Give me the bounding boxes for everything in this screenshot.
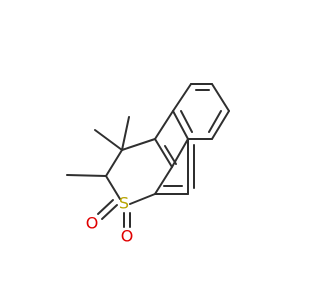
sulfur-atom: S	[119, 194, 129, 213]
oxygen-atom-2: O	[121, 227, 134, 246]
bond-c12-sulfur	[105, 175, 121, 200]
bond-c6-c1	[172, 83, 192, 112]
bond-c2-c3	[211, 83, 230, 112]
bond-c7-c11	[121, 138, 156, 151]
bond-c8-c9	[154, 166, 173, 195]
bond-c11-methyl-2	[121, 116, 130, 151]
bond-sulfur-oxygen-1-double	[97, 199, 114, 215]
bond-sulfur-oxygen-1	[101, 204, 118, 220]
bond-c12-methyl	[66, 174, 107, 177]
double-bond-inner-3	[180, 110, 193, 133]
bond-c6-c7	[154, 110, 174, 140]
double-bond-inner-2	[208, 110, 222, 133]
bond-c3-c4	[211, 110, 230, 140]
double-bond-inner-4	[164, 145, 177, 165]
bond-sulfur-c9	[129, 193, 156, 205]
bond-c11-methyl-1	[94, 129, 123, 151]
oxygen-atom-1: O	[86, 214, 99, 233]
bond-c5-c6	[172, 110, 189, 140]
molecule-canvas: S O O	[66, 83, 230, 246]
molecule-structure: S O O	[66, 83, 230, 246]
bond-c7-c8	[154, 138, 173, 168]
bond-c11-c12	[105, 149, 123, 177]
